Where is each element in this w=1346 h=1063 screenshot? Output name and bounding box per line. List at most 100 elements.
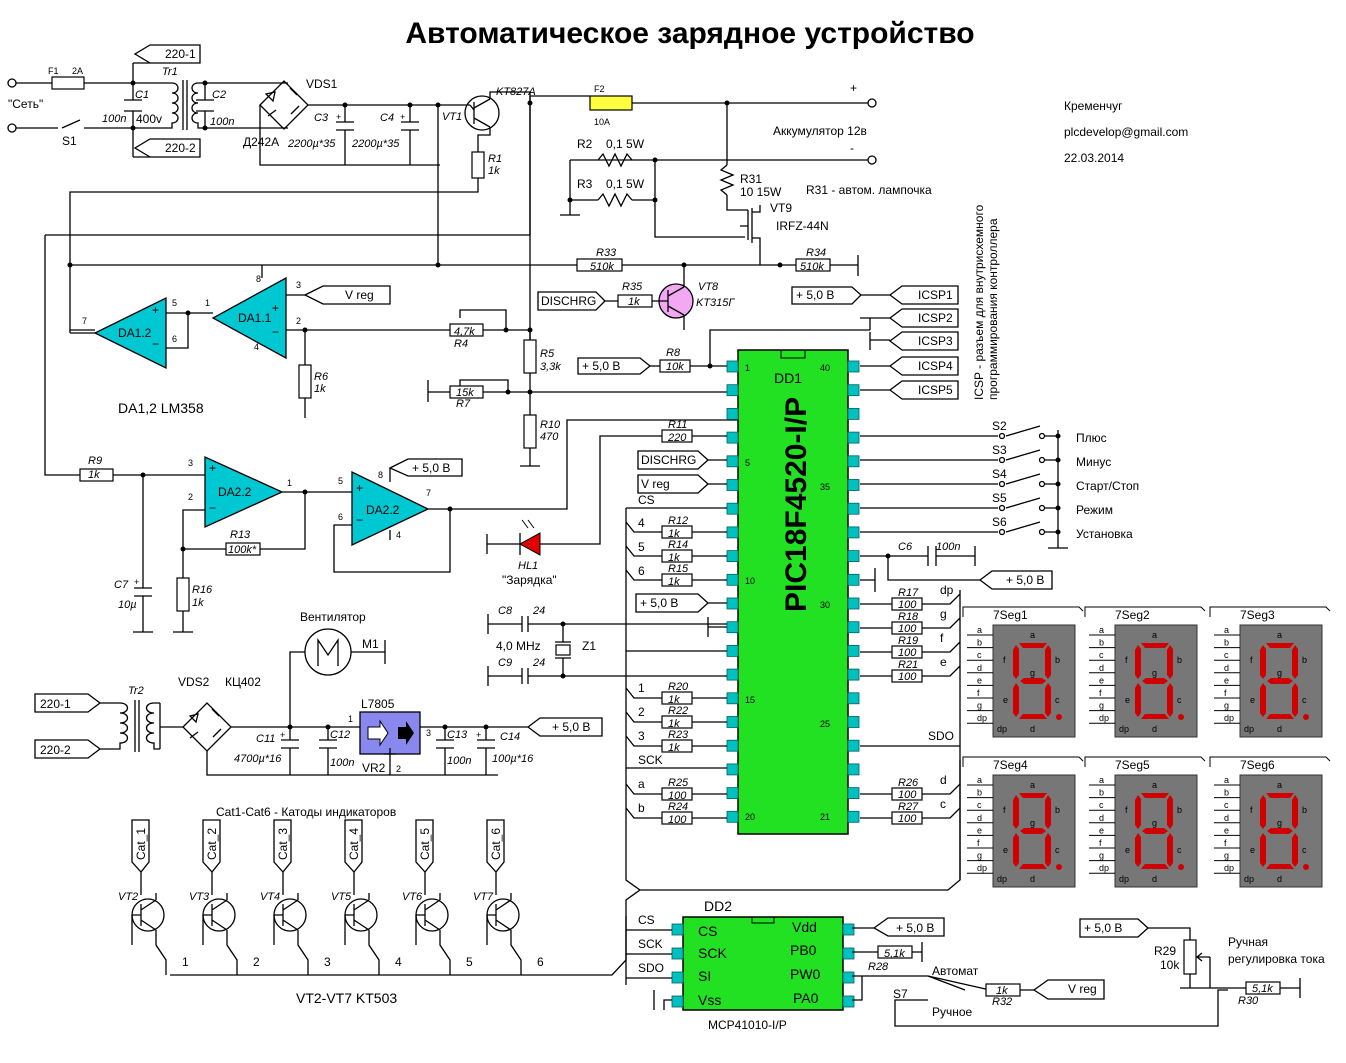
transistor-leads — [131, 872, 167, 975]
indicator-pin-label: e — [1099, 825, 1104, 835]
led-segment — [1135, 645, 1141, 679]
dd1-pin-left — [726, 763, 739, 776]
indicator-seg-letter: g — [1152, 668, 1157, 678]
r4-label: R4 — [454, 338, 468, 350]
resistor-r16 — [176, 577, 190, 612]
led-segment — [1019, 864, 1047, 869]
svg-text:+: + — [272, 301, 279, 315]
led-segment — [1167, 833, 1173, 867]
sck-label-dd2: SCK — [638, 937, 663, 951]
r31-value: 10 15W — [740, 185, 782, 199]
led-segment — [1019, 714, 1047, 719]
transistor-leads — [344, 872, 380, 975]
dd1-pin-right — [847, 668, 860, 681]
indicator-pin-label: g — [1099, 851, 1104, 861]
segment-letter: e — [940, 655, 947, 669]
led-segment — [1167, 683, 1173, 717]
svg-text:1k: 1k — [668, 742, 680, 754]
segment-letter: d — [940, 773, 947, 787]
tag-220-1-top-text: 220-1 — [165, 47, 196, 61]
dd2-pin-right — [842, 947, 855, 960]
indicator-seg-letter: e — [1125, 845, 1130, 855]
r16-label: R16 — [192, 584, 213, 596]
indicator-bus — [1209, 606, 1331, 617]
indicator-seg-letter: dp — [1119, 724, 1129, 734]
led-segment — [1142, 678, 1168, 684]
quartz-label: 4,0 MHz — [496, 639, 541, 653]
indicator-seg-letter: g — [1030, 668, 1035, 678]
indicator-pin-label: c — [1224, 800, 1229, 810]
indicator-seg-letter: b — [1302, 805, 1307, 815]
transistor-vt1: VT1 KT827A R1 1k — [69, 86, 536, 331]
dd2-pin-vdd: Vdd — [792, 919, 817, 935]
svg-text:8: 8 — [256, 274, 261, 284]
r11-label: R11 — [668, 419, 687, 431]
indicator-seg-letter: d — [1152, 724, 1157, 734]
dd1-pin-left — [726, 597, 739, 610]
c8-label: C8 — [498, 605, 513, 617]
dd2-pin-left — [671, 923, 684, 936]
dd1-pin-left — [726, 502, 739, 515]
transistor-vt8: VT8 KT315Г R35 1k DISCHRG — [537, 262, 735, 330]
segment-resistor-label: R19 — [898, 635, 918, 647]
cathode-tag-text: Cat_2 — [205, 828, 219, 860]
indicator-seg-letter: c — [1055, 845, 1060, 855]
dd1-pin-left — [726, 668, 739, 681]
resistor-r5 — [523, 339, 537, 374]
dd1-pin-right — [847, 597, 860, 610]
tag-5v-icsp1-text: + 5,0 B — [796, 288, 834, 302]
tag-dischrg-top — [537, 291, 606, 311]
led-segment-dp — [1303, 714, 1309, 720]
indicator-pin-label: c — [977, 800, 982, 810]
dd2-pin-right — [842, 923, 855, 936]
c1-voltage: 400v — [136, 112, 162, 126]
dd1-pin-right — [847, 479, 860, 491]
indicator-pin-label: c — [1224, 650, 1229, 660]
r28-value: 5,1k — [884, 948, 905, 960]
switch-wire — [860, 473, 1058, 485]
indicator-pin-label: d — [1099, 813, 1104, 823]
resistor-r7 — [449, 385, 484, 399]
tag-220-2-bottom-text: 220-2 — [40, 743, 71, 757]
resistor-r25 — [661, 787, 693, 801]
icsp-note: ICSP - разъем для внутрисхемного програм… — [972, 204, 1000, 400]
cathode-number: 2 — [253, 955, 260, 969]
transistor-leads — [202, 872, 238, 975]
indicator-pin-label: a — [1099, 625, 1104, 635]
r34-value: 510k — [800, 261, 824, 273]
indicator-seg-letter: e — [1125, 695, 1130, 705]
resistor-r10 — [523, 414, 537, 449]
indicator-seg-letter: a — [1277, 630, 1282, 640]
indicator-pin-label: f — [1099, 838, 1102, 848]
switch-contact — [1038, 456, 1046, 464]
transistor-label: VT7 — [473, 891, 494, 903]
dd2-label: DD2 — [704, 898, 732, 914]
svg-text:+: + — [280, 730, 285, 740]
led-segment — [1292, 645, 1298, 679]
icsp-tag-text: ICSP5 — [918, 383, 953, 397]
icsp-tag-text: ICSP2 — [918, 311, 953, 325]
led-segment — [1013, 833, 1019, 867]
switch-contact — [1038, 432, 1046, 440]
svg-text:25: 25 — [820, 719, 830, 729]
segment-resistor-label: R27 — [898, 801, 919, 813]
resistor-r32 — [985, 983, 1021, 997]
indicator-pin-label: b — [1099, 638, 1104, 648]
dd1-pin-right — [847, 645, 860, 657]
indicator-seg-letter: e — [1250, 845, 1255, 855]
pot-r29 — [1183, 939, 1197, 975]
dd1-pin-right — [847, 455, 860, 468]
svg-text:+: + — [134, 577, 139, 587]
segment-wire — [860, 641, 961, 653]
svg-text:30: 30 — [820, 600, 830, 610]
led-segment — [1167, 645, 1173, 679]
led-segment-dp — [1178, 864, 1184, 870]
tag-5v-c6-text: + 5,0 B — [1006, 573, 1044, 587]
switch-contact — [998, 480, 1006, 488]
mains-input: "Сеть" F1 2A S1 C1 100n 400v 220-1 220-2… — [7, 44, 288, 158]
svg-text:10: 10 — [745, 576, 755, 586]
r7-label: R7 — [456, 398, 471, 410]
